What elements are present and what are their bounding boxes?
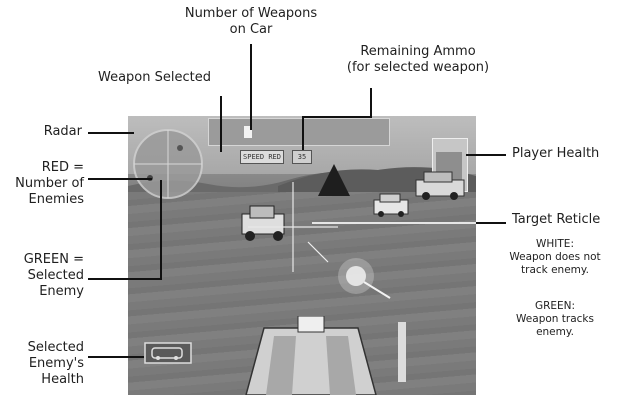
label-target-reticle: Target Reticle xyxy=(512,212,601,227)
enemy-car-icon xyxy=(373,193,409,217)
callout-line-radar xyxy=(88,132,134,134)
label-selected-enemy-health: Selected Enemy's Health xyxy=(4,340,84,388)
callout-line-weapon-selected xyxy=(220,96,222,152)
label-remaining-ammo: Remaining Ammo (for selected weapon) xyxy=(336,44,500,76)
label-health-line1: Selected xyxy=(27,340,84,355)
label-health-line3: Health xyxy=(41,372,84,387)
callout-line-ammo-drop xyxy=(302,116,304,150)
label-green-line1: GREEN = xyxy=(23,252,84,267)
target-reticle-icon xyxy=(248,182,338,272)
radar-icon xyxy=(133,129,203,199)
enemy-car-icon xyxy=(318,164,350,196)
label-white-line3: track enemy. xyxy=(521,264,589,276)
player-car-hood xyxy=(245,316,377,395)
label-red-line2: Number of xyxy=(15,176,84,191)
label-green-track-note: GREEN: Weapon tracks enemy. xyxy=(494,300,616,339)
label-white-note: WHITE: Weapon does not track enemy. xyxy=(494,238,616,277)
game-screenshot: SPEED RED 35 xyxy=(128,116,476,395)
label-green-track-line3: enemy. xyxy=(536,326,574,338)
callout-line-reticle xyxy=(312,222,506,224)
weapon-count-indicator xyxy=(244,126,252,138)
weapon-hud xyxy=(208,118,390,146)
callout-line-red xyxy=(88,178,152,180)
callout-line-player-health xyxy=(466,154,506,156)
label-white-line1: WHITE: xyxy=(536,238,574,250)
label-green-track-line2: Weapon tracks xyxy=(516,313,594,325)
selected-enemy-car xyxy=(241,205,285,241)
callout-line-green-v xyxy=(160,180,162,280)
ammo-count: 35 xyxy=(292,150,312,164)
callout-line-reticle-out xyxy=(476,222,506,224)
label-red-enemies: RED = Number of Enemies xyxy=(4,160,84,208)
label-remaining-ammo-line1: Remaining Ammo xyxy=(360,44,476,59)
callout-line-ammo xyxy=(370,88,372,116)
label-remaining-ammo-line2: (for selected weapon) xyxy=(346,60,490,75)
label-red-line3: Enemies xyxy=(28,192,85,207)
callout-line-ammo-h xyxy=(302,116,372,118)
label-weapon-selected: Weapon Selected xyxy=(98,70,211,85)
label-health-line2: Enemy's xyxy=(28,356,84,371)
label-green-track-line1: GREEN: xyxy=(534,300,576,312)
label-number-of-weapons: Number of Weapons on Car xyxy=(176,6,326,38)
callout-line-green-h xyxy=(88,278,162,280)
label-white-line2: Weapon does not xyxy=(509,251,601,263)
callout-line-weapons xyxy=(250,44,252,130)
label-green-line3: Enemy xyxy=(39,284,84,299)
enemy-car-icon xyxy=(415,171,465,200)
label-radar: Radar xyxy=(43,124,82,139)
label-number-of-weapons-line2: on Car xyxy=(229,22,273,37)
label-number-of-weapons-line1: Number of Weapons xyxy=(184,6,318,21)
label-player-health: Player Health xyxy=(512,146,600,161)
callout-line-enemy-health xyxy=(88,356,144,358)
label-green-line2: Selected xyxy=(27,268,84,283)
enemy-health-icon xyxy=(144,342,192,364)
label-green-selected: GREEN = Selected Enemy xyxy=(4,252,84,300)
selected-weapon-icon: SPEED RED xyxy=(240,150,284,164)
roadside-post xyxy=(398,322,406,382)
label-red-line1: RED = xyxy=(41,160,84,175)
explosion-effect xyxy=(338,258,391,299)
